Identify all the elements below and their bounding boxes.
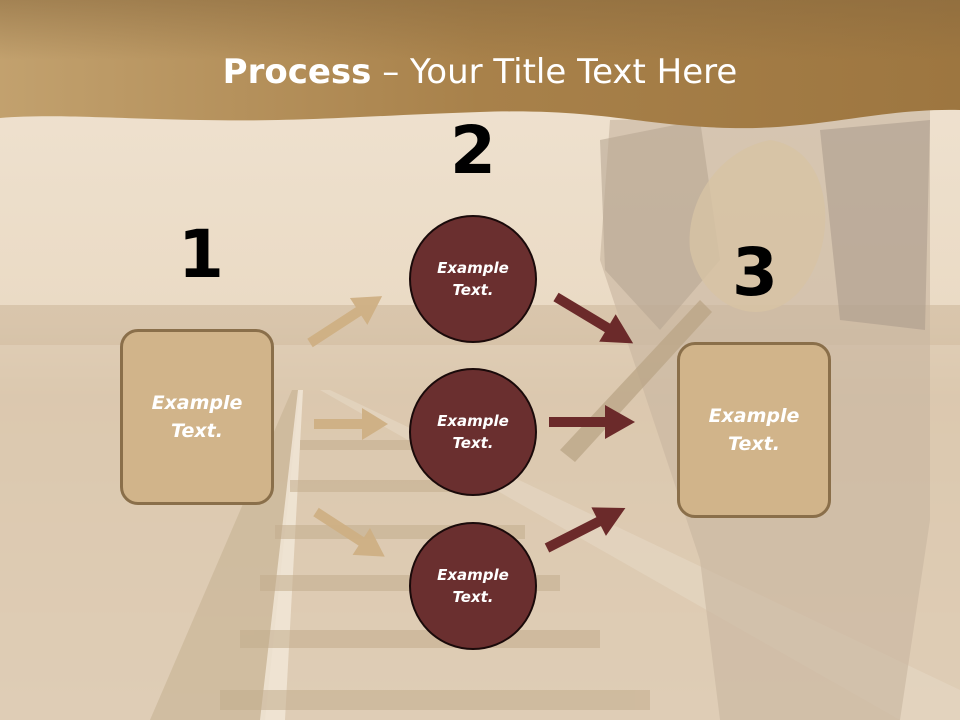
left-box-text: Example Text. (151, 391, 243, 443)
right-box-text: Example Text. (708, 404, 800, 456)
circle-1-text: Example Text. (437, 258, 509, 300)
slide-title: Process – Your Title Text Here (0, 52, 960, 92)
title-separator: – (371, 52, 411, 92)
circle-3-text: Example Text. (437, 565, 509, 607)
step-number-3: 3 (732, 234, 778, 311)
title-bold: Process (222, 52, 372, 92)
step-number-2: 2 (450, 112, 496, 189)
circle-step-1[interactable]: Example Text. (409, 215, 537, 343)
step-number-1: 1 (178, 216, 224, 293)
circle-step-2[interactable]: Example Text. (409, 368, 537, 496)
circle-2-text: Example Text. (437, 411, 509, 453)
left-text-box[interactable]: Example Text. (120, 329, 274, 505)
title-text: Your Title Text Here (410, 52, 738, 92)
circle-step-3[interactable]: Example Text. (409, 522, 537, 650)
right-text-box[interactable]: Example Text. (677, 342, 831, 518)
